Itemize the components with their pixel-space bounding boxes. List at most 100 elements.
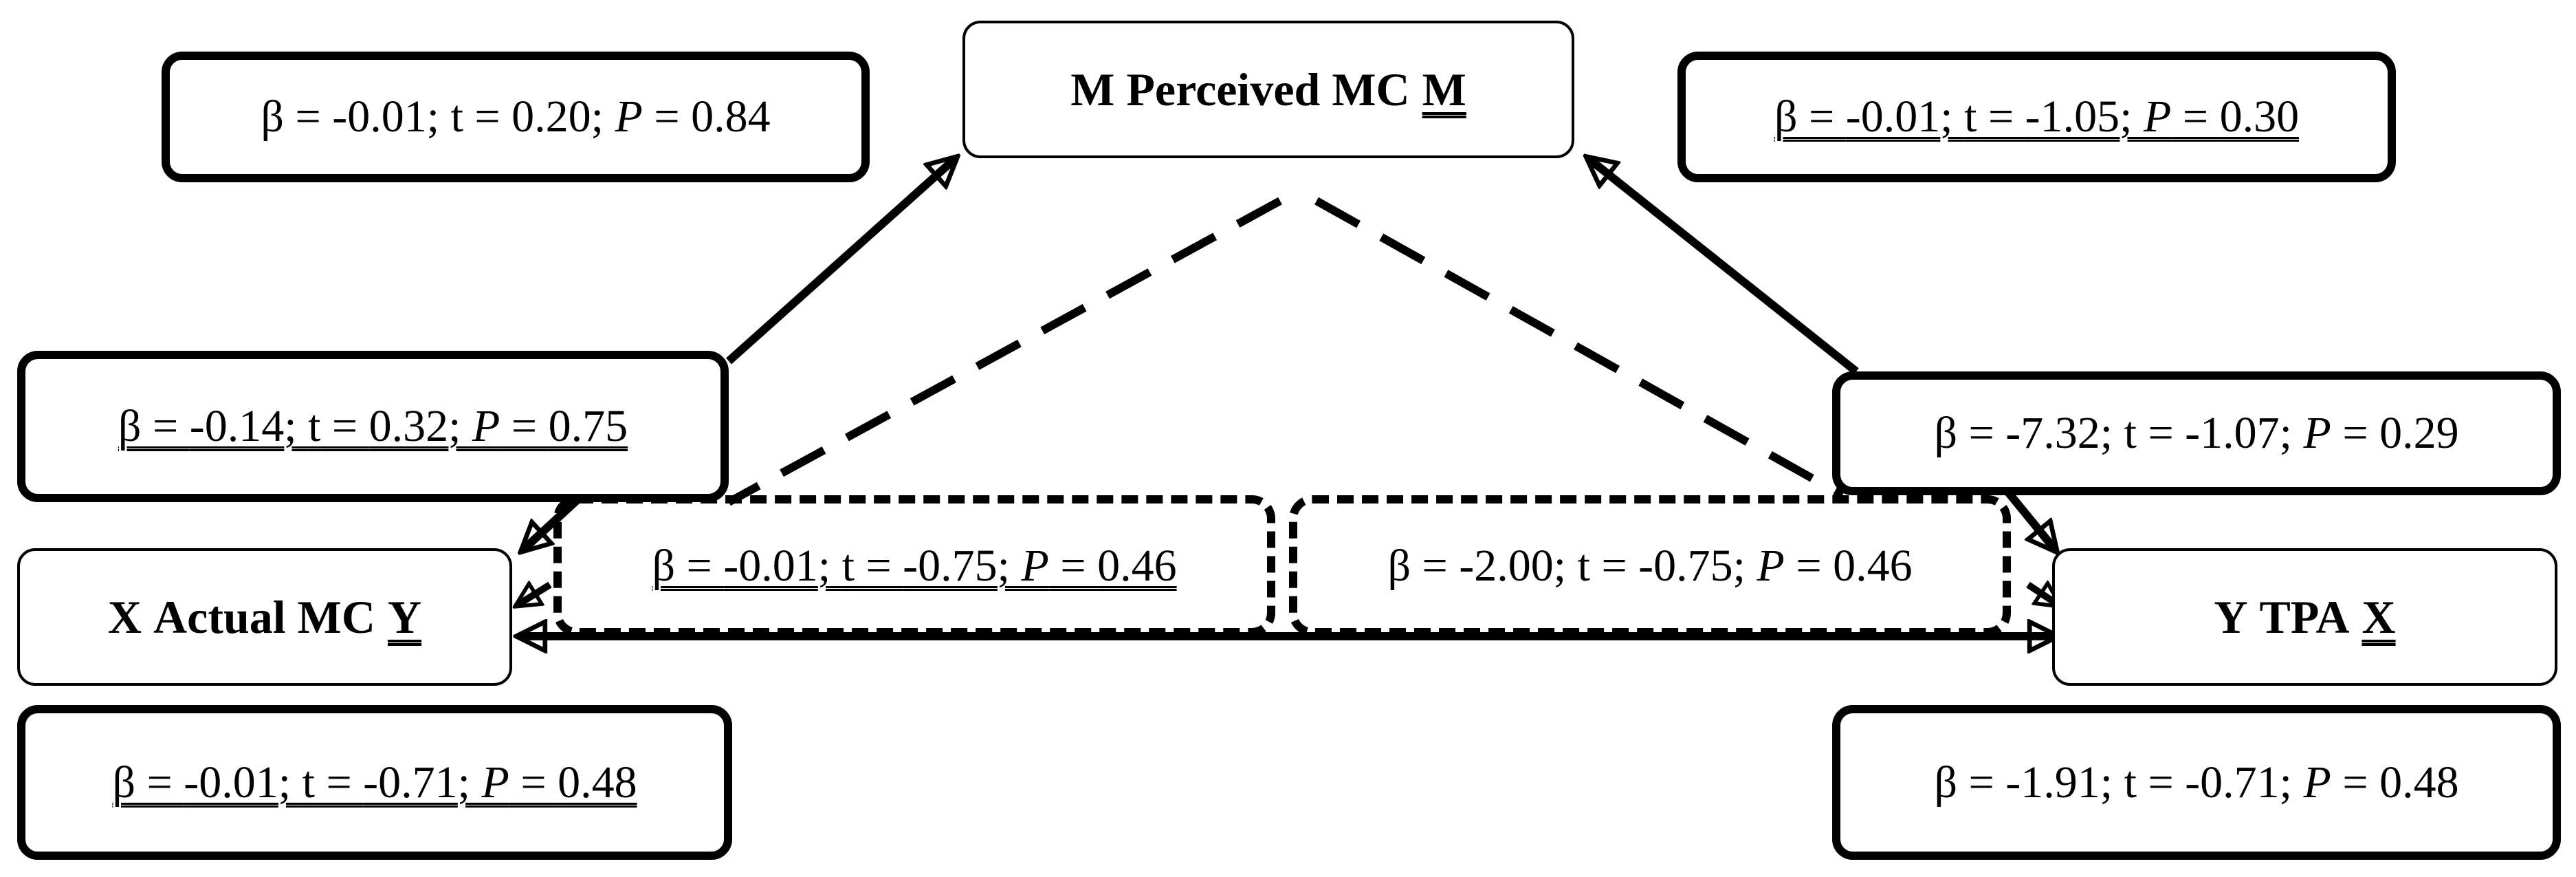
dashed-path-left bbox=[727, 197, 1282, 506]
separator: ; bbox=[2279, 757, 2304, 808]
t-value: -1.07 bbox=[2185, 408, 2280, 458]
node-x-prefix: X bbox=[107, 590, 142, 643]
t-value: -0.71 bbox=[2185, 757, 2280, 808]
stat-box-mx: β = -0.14; t = 0.32; P = 0.75 bbox=[17, 351, 729, 502]
t-symbol: t bbox=[2124, 408, 2137, 458]
equals-sign: = bbox=[675, 540, 724, 591]
dashed-path-right bbox=[1314, 197, 1845, 499]
equals-sign: = bbox=[1957, 757, 2006, 808]
t-symbol: t bbox=[302, 757, 315, 808]
p-value: 0.75 bbox=[548, 401, 628, 451]
equals-sign: = bbox=[1589, 540, 1639, 591]
stat-text: β = -0.14; t = 0.32; P = 0.75 bbox=[118, 400, 628, 453]
beta-value: -0.01 bbox=[332, 91, 427, 142]
beta-value: -0.01 bbox=[1845, 91, 1941, 142]
t-value: 0.32 bbox=[368, 401, 449, 451]
node-y-prefix: Y bbox=[2214, 590, 2248, 643]
separator: ; bbox=[2279, 408, 2304, 458]
beta-symbol: β bbox=[118, 401, 142, 451]
equals-sign: = bbox=[1977, 91, 2025, 142]
beta-symbol: β bbox=[1774, 91, 1798, 142]
separator: ; bbox=[448, 401, 472, 451]
p-symbol: P bbox=[615, 91, 643, 142]
equals-sign: = bbox=[1784, 540, 1834, 591]
beta-value: -7.32 bbox=[2005, 408, 2100, 458]
separator: ; bbox=[2100, 408, 2124, 458]
p-value: 0.48 bbox=[558, 757, 637, 808]
equals-sign: = bbox=[642, 91, 692, 142]
t-value: -1.05 bbox=[2025, 91, 2120, 142]
separator: ; bbox=[1732, 540, 1757, 591]
equals-sign: = bbox=[284, 91, 333, 142]
node-m-mark: M bbox=[1422, 63, 1466, 116]
equals-sign: = bbox=[1411, 540, 1460, 591]
p-symbol: P bbox=[1757, 540, 1785, 591]
stat-text: β = -1.91; t = -0.71; P = 0.48 bbox=[1934, 757, 2458, 809]
node-m-label: Perceived MC bbox=[1126, 63, 1410, 116]
beta-value: -1.91 bbox=[2005, 757, 2100, 808]
equals-sign: = bbox=[509, 757, 558, 808]
p-value: 0.84 bbox=[691, 91, 771, 142]
equals-sign: = bbox=[2136, 757, 2186, 808]
p-value: 0.30 bbox=[2219, 91, 2300, 142]
node-y-label: TPA bbox=[2259, 590, 2350, 643]
separator: ; bbox=[997, 540, 1022, 591]
equals-sign: = bbox=[1957, 408, 2006, 458]
separator: ; bbox=[278, 757, 302, 808]
equals-sign: = bbox=[2331, 408, 2380, 458]
equals-sign: = bbox=[1797, 91, 1846, 142]
node-x-mark: Y bbox=[387, 590, 422, 643]
beta-symbol: β bbox=[112, 757, 136, 808]
separator: ; bbox=[2100, 757, 2124, 808]
t-value: -0.75 bbox=[903, 540, 998, 591]
stat-box-direct-x: β = -0.01; t = -0.71; P = 0.48 bbox=[17, 705, 732, 860]
t-value: -0.71 bbox=[363, 757, 458, 808]
equals-sign: = bbox=[2136, 408, 2186, 458]
t-symbol: t bbox=[2124, 757, 2137, 808]
t-symbol: t bbox=[1964, 91, 1977, 142]
separator: ; bbox=[457, 757, 482, 808]
p-symbol: P bbox=[2303, 408, 2331, 458]
separator: ; bbox=[426, 91, 451, 142]
t-symbol: t bbox=[1577, 540, 1590, 591]
equals-sign: = bbox=[2331, 757, 2380, 808]
stat-text: β = -0.01; t = -1.05; P = 0.30 bbox=[1774, 91, 2299, 143]
beta-value: -2.00 bbox=[1459, 540, 1554, 591]
stat-box-ym: β = -0.01; t = -1.05; P = 0.30 bbox=[1677, 52, 2396, 182]
equals-sign: = bbox=[463, 91, 512, 142]
stat-box-indirect-left: β = -0.01; t = -0.75; P = 0.46 bbox=[553, 495, 1275, 636]
t-symbol: t bbox=[308, 401, 321, 451]
beta-symbol: β bbox=[652, 540, 676, 591]
separator: ; bbox=[2120, 91, 2144, 142]
separator: ; bbox=[284, 401, 309, 451]
beta-symbol: β bbox=[1934, 408, 1958, 458]
stat-text: β = -0.01; t = 0.20; P = 0.84 bbox=[261, 91, 770, 143]
stat-box-direct-y: β = -1.91; t = -0.71; P = 0.48 bbox=[1832, 705, 2561, 860]
beta-value: -0.14 bbox=[189, 401, 285, 451]
equals-sign: = bbox=[2171, 91, 2220, 142]
stat-text: β = -0.01; t = -0.71; P = 0.48 bbox=[112, 757, 637, 809]
separator: ; bbox=[1553, 540, 1578, 591]
p-value: 0.29 bbox=[2379, 408, 2459, 458]
node-x-label: Actual MC bbox=[153, 590, 375, 643]
t-symbol: t bbox=[450, 91, 463, 142]
p-symbol: P bbox=[2144, 91, 2172, 142]
beta-symbol: β bbox=[1934, 757, 1958, 808]
arrow-into-x bbox=[517, 585, 552, 605]
equals-sign: = bbox=[500, 401, 549, 451]
equals-sign: = bbox=[854, 540, 903, 591]
p-symbol: P bbox=[2303, 757, 2331, 808]
equals-sign: = bbox=[141, 401, 190, 451]
arrow-y-to-m bbox=[1588, 158, 1859, 375]
equals-sign: = bbox=[314, 757, 364, 808]
separator: ; bbox=[817, 540, 842, 591]
beta-symbol: β bbox=[261, 91, 285, 142]
equals-sign: = bbox=[135, 757, 184, 808]
p-symbol: P bbox=[481, 757, 509, 808]
beta-value: -0.01 bbox=[723, 540, 818, 591]
node-m-prefix: M bbox=[1070, 63, 1115, 116]
p-value: 0.46 bbox=[1833, 540, 1913, 591]
